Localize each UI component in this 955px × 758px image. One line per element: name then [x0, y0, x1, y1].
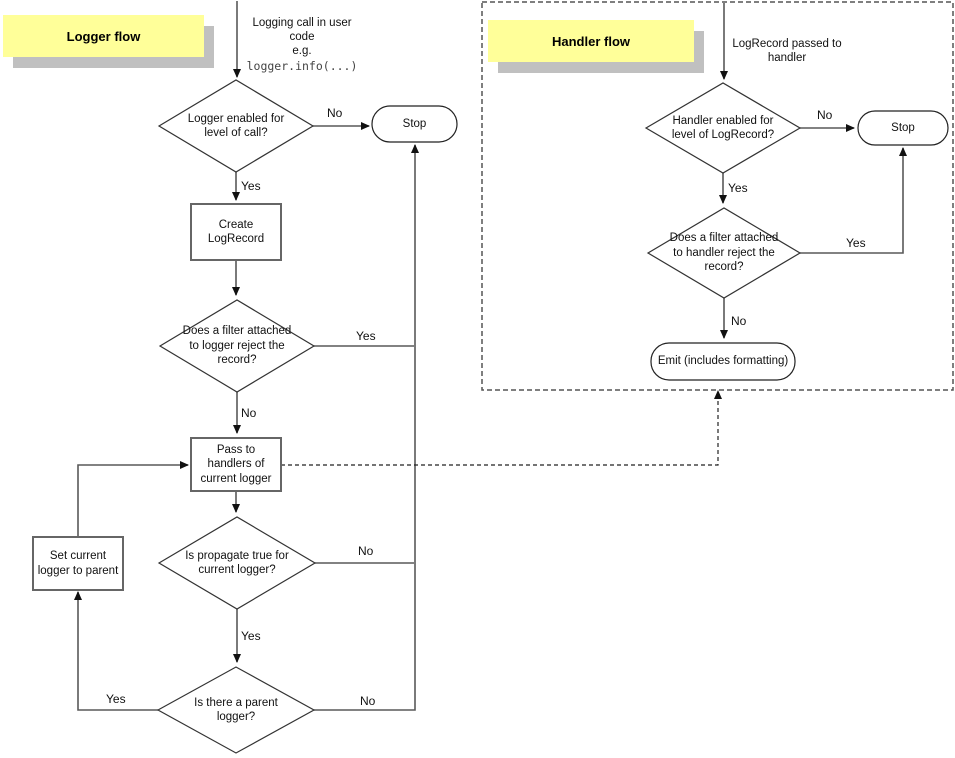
decision-propagate: Is propagate true for current logger? — [185, 549, 289, 576]
emit-shape — [650, 342, 796, 381]
label-propagate-yes: Yes — [241, 629, 261, 643]
label-logger-filter-yes: Yes — [356, 329, 376, 343]
logger-flow-title-label: Logger flow — [66, 28, 141, 44]
decision-parent-logger: Is there a parent logger? — [194, 696, 278, 723]
label-logger-enabled-yes: Yes — [241, 179, 261, 193]
label-logger-filter-no: No — [241, 406, 257, 420]
handler-flow-edges — [719, 3, 907, 339]
handler-flow-boundary — [481, 1, 954, 391]
handler-filter-decision-shape — [646, 207, 802, 299]
logger-stop-shape — [371, 105, 458, 143]
parent-decision-shape — [156, 666, 316, 754]
label-handler-filter-yes: Yes — [846, 236, 866, 250]
label-handler-filter-no: No — [731, 314, 747, 328]
decision-handler-filter: Does a filter attached to handler reject… — [669, 232, 779, 274]
label-parent-no: No — [360, 694, 376, 708]
logger-entry-text: Logging call in user code e.g. — [252, 17, 352, 58]
logger-filter-decision-shape — [158, 299, 316, 393]
label-handler-enabled-no: No — [817, 108, 833, 122]
label-parent-yes: Yes — [106, 692, 126, 706]
handler-enabled-decision-shape — [644, 82, 802, 174]
set-parent-shape — [32, 536, 124, 591]
pass-handlers-node: Pass to handlers of current logger — [200, 443, 272, 485]
set-parent-node: Set current logger to parent — [37, 550, 119, 577]
handler-entry-text: LogRecord passed to handler — [732, 38, 842, 65]
handler-stop-node: Stop — [891, 121, 915, 134]
label-propagate-no: No — [358, 544, 374, 558]
pass-handlers-shape — [190, 437, 282, 492]
logger-flow-edges — [74, 1, 419, 711]
handler-flow-title-label: Handler flow — [551, 33, 630, 49]
emit-node: Emit (includes formatting) — [657, 355, 789, 368]
logger-flow-title: Logger flow — [3, 15, 204, 57]
pass-to-handler-dashed-link — [281, 390, 722, 466]
handler-stop-shape — [857, 110, 949, 146]
handler-flow-title: Handler flow — [488, 20, 694, 62]
propagate-decision-shape — [157, 516, 317, 610]
logger-stop-node: Stop — [402, 117, 427, 130]
logger-enabled-decision-shape — [157, 79, 315, 173]
create-logrecord-node: Create LogRecord — [207, 218, 265, 245]
label-handler-enabled-yes: Yes — [728, 181, 748, 195]
logger-entry-code: logger.info(...) — [246, 59, 358, 73]
create-logrecord-shape — [190, 203, 282, 261]
handler-flow-shapes — [644, 82, 949, 381]
label-logger-enabled-no: No — [327, 106, 343, 120]
decision-logger-enabled: Logger enabled for level of call? — [187, 112, 285, 139]
decision-handler-enabled: Handler enabled for level of LogRecord? — [671, 114, 775, 141]
decision-logger-filter: Does a filter attached to logger reject … — [182, 325, 292, 367]
logger-flow-shapes — [32, 79, 458, 754]
